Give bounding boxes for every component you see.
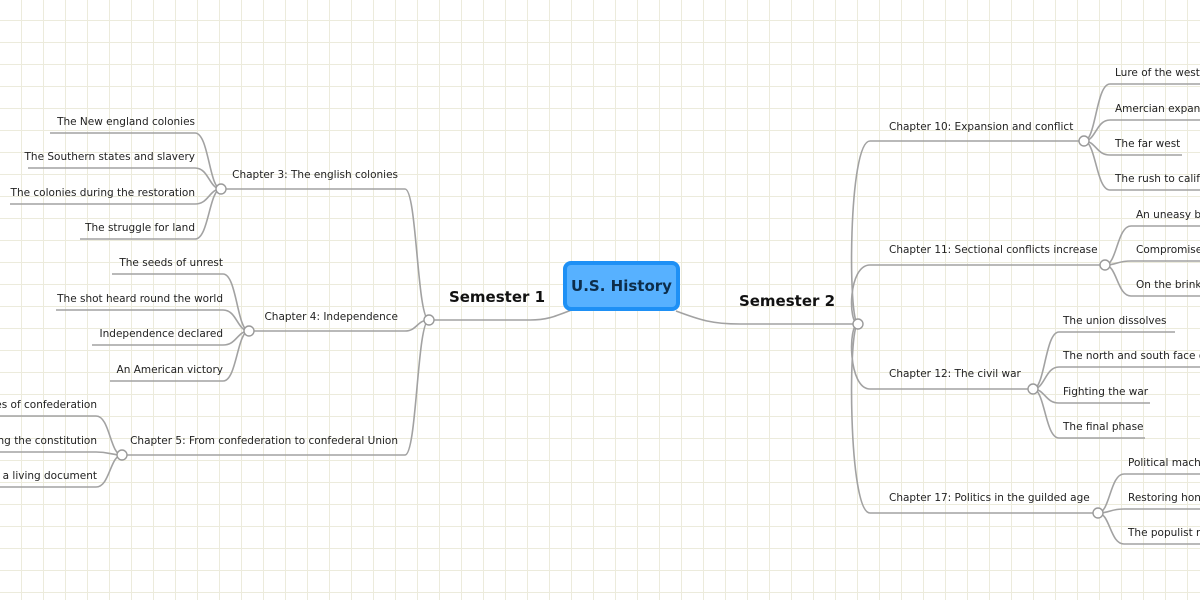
root-link-semester-2 bbox=[675, 310, 858, 325]
topic-label-ch3-1[interactable]: The Southern states and slavery bbox=[24, 151, 196, 163]
link-ch3-topic-1 bbox=[28, 167, 222, 190]
chapter-label-ch5[interactable]: Chapter 5: From confederation to confede… bbox=[130, 435, 398, 447]
branch-label-semester-1[interactable]: Semester 1 bbox=[449, 288, 545, 306]
topic-label-ch17-2[interactable]: The populist m bbox=[1127, 527, 1200, 539]
topic-label-ch5-0[interactable]: es of confederation bbox=[0, 399, 97, 411]
topic-label-ch17-1[interactable]: Restoring hone bbox=[1128, 492, 1200, 504]
link-ch17 bbox=[850, 323, 1098, 514]
chapter-label-ch17[interactable]: Chapter 17: Politics in the guilded age bbox=[889, 492, 1090, 504]
topic-label-ch5-2[interactable]: : a living document bbox=[0, 470, 97, 482]
root-link-semester-1 bbox=[429, 308, 575, 321]
chapter-label-ch12[interactable]: Chapter 12: The civil war bbox=[889, 368, 1022, 380]
topic-label-ch12-2[interactable]: Fighting the war bbox=[1063, 386, 1149, 398]
collapse-knob-ch17[interactable] bbox=[1092, 507, 1104, 519]
topic-label-ch4-3[interactable]: An American victory bbox=[117, 364, 223, 376]
link-ch10 bbox=[850, 140, 1084, 325]
collapse-knob-ch11[interactable] bbox=[1099, 259, 1111, 271]
topic-label-ch12-3[interactable]: The final phase bbox=[1062, 421, 1144, 433]
collapse-knob-ch12[interactable] bbox=[1027, 383, 1039, 395]
topic-label-ch10-1[interactable]: Amercian expansi bbox=[1115, 103, 1200, 115]
branch-label-semester-2[interactable]: Semester 2 bbox=[739, 292, 835, 310]
topic-label-ch5-1[interactable]: ng the constitution bbox=[0, 435, 97, 447]
topic-label-ch17-0[interactable]: Political machi bbox=[1128, 457, 1200, 469]
topic-label-ch10-0[interactable]: Lure of the west bbox=[1115, 67, 1200, 79]
link-ch11-topic-1 bbox=[1104, 260, 1200, 266]
chapter-label-ch10[interactable]: Chapter 10: Expansion and conflict bbox=[889, 121, 1073, 133]
node-labels: Semester 1 Chapter 3: The english colonie… bbox=[0, 67, 1200, 539]
collapse-knob-semester-1[interactable] bbox=[423, 314, 435, 326]
topic-label-ch4-2[interactable]: Independence declared bbox=[100, 328, 223, 340]
topic-label-ch12-0[interactable]: The union dissolves bbox=[1062, 315, 1167, 327]
topic-label-ch3-2[interactable]: The colonies during the restoration bbox=[10, 187, 195, 199]
topic-label-ch11-2[interactable]: On the brink bbox=[1136, 279, 1200, 291]
chapter-label-ch11[interactable]: Chapter 11: Sectional conflicts increase bbox=[889, 244, 1098, 256]
link-ch3 bbox=[221, 188, 430, 321]
chapter-label-ch3[interactable]: Chapter 3: The english colonies bbox=[232, 169, 398, 181]
link-ch17-topic-1 bbox=[1097, 508, 1200, 514]
topic-label-ch10-2[interactable]: The far west bbox=[1114, 138, 1180, 150]
root-topic[interactable]: U.S. History bbox=[563, 261, 680, 311]
collapse-knobs bbox=[116, 135, 1111, 519]
topic-label-ch4-0[interactable]: The seeds of unrest bbox=[118, 257, 223, 269]
topic-label-ch3-3[interactable]: The struggle for land bbox=[84, 222, 195, 234]
collapse-knob-ch4[interactable] bbox=[243, 325, 255, 337]
collapse-knob-ch3[interactable] bbox=[215, 183, 227, 195]
topic-label-ch4-1[interactable]: The shot heard round the world bbox=[56, 293, 223, 305]
topic-label-ch10-3[interactable]: The rush to califo bbox=[1114, 173, 1200, 185]
topic-label-ch12-1[interactable]: The north and south face of bbox=[1062, 350, 1200, 362]
link-ch5-topic-1 bbox=[0, 451, 123, 456]
topic-label-ch3-0[interactable]: The New england colonies bbox=[56, 116, 195, 128]
collapse-knob-ch5[interactable] bbox=[116, 449, 128, 461]
link-ch5 bbox=[122, 319, 430, 456]
collapse-knob-ch10[interactable] bbox=[1078, 135, 1090, 147]
topic-label-ch11-1[interactable]: Compromise bbox=[1136, 244, 1200, 256]
topic-label-ch11-0[interactable]: An uneasy ba bbox=[1136, 209, 1200, 221]
collapse-knob-semester-2[interactable] bbox=[852, 318, 864, 330]
chapter-label-ch4[interactable]: Chapter 4: Independence bbox=[264, 311, 398, 323]
